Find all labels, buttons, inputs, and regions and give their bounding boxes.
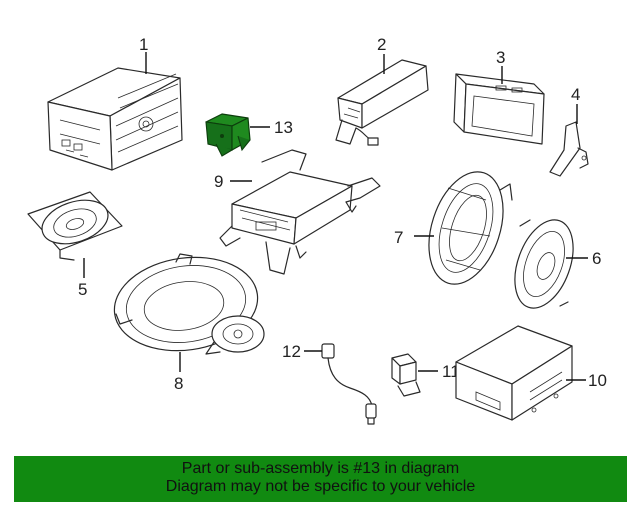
banner-line-1: Part or sub-assembly is #13 in diagram — [181, 460, 460, 477]
part-4-bracket[interactable] — [549, 104, 589, 177]
callout-4: 4 — [571, 85, 580, 104]
banner-line-2: Diagram may not be specific to your vehi… — [165, 478, 476, 495]
part-11-connector[interactable] — [391, 353, 438, 397]
callout-7: 7 — [394, 228, 403, 247]
part-9-amplifier-module[interactable] — [219, 149, 381, 275]
part-3-navigation-module[interactable] — [453, 66, 545, 145]
part-10-control-module[interactable] — [455, 325, 586, 421]
callout-3: 3 — [496, 48, 505, 67]
callout-9: 9 — [214, 172, 223, 191]
callout-12: 12 — [282, 342, 301, 361]
callout-13: 13 — [274, 118, 293, 137]
part-6-round-speaker[interactable] — [504, 212, 588, 316]
callout-8: 8 — [174, 374, 183, 393]
callout-10: 10 — [588, 371, 607, 390]
part-1-radio-head-unit[interactable] — [47, 52, 183, 171]
callout-5: 5 — [78, 280, 87, 299]
part-13-highlighted-bracket[interactable] — [205, 113, 270, 157]
callout-1: 1 — [139, 35, 148, 54]
part-12-cable[interactable] — [304, 343, 377, 425]
part-8-subwoofer[interactable] — [108, 248, 265, 372]
callout-6: 6 — [592, 249, 601, 268]
info-banner: Part or sub-assembly is #13 in diagram D… — [14, 456, 627, 502]
part-2-display-unit[interactable] — [335, 54, 429, 146]
part-5-small-speaker[interactable] — [27, 191, 123, 278]
callout-11: 11 — [442, 362, 460, 381]
callout-2: 2 — [377, 35, 386, 54]
parts-diagram: 1 2 3 4 13 — [27, 35, 607, 425]
part-7-speaker-bracket[interactable] — [414, 162, 516, 293]
